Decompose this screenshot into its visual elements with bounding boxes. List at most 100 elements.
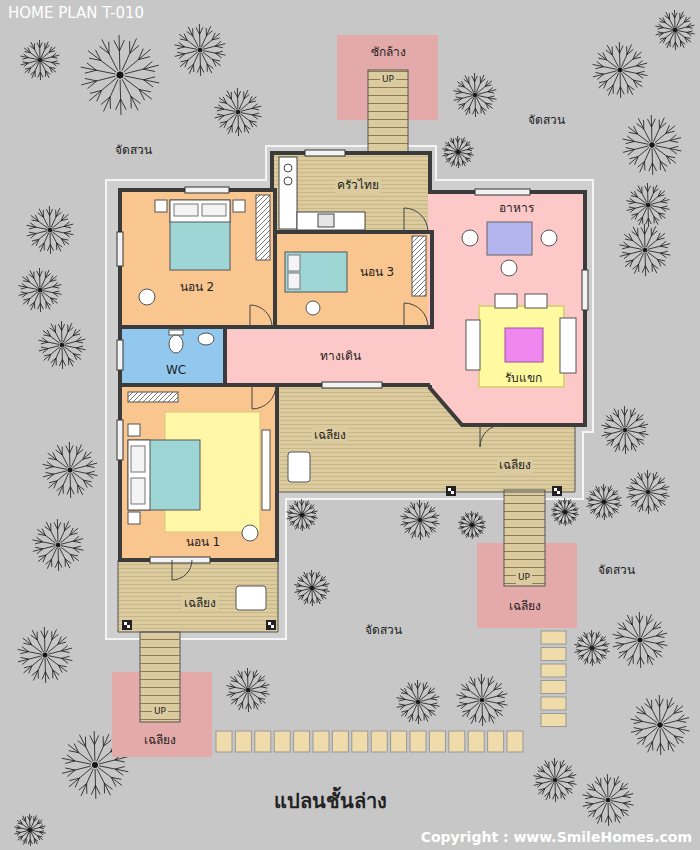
- tree-symbol: [586, 484, 621, 520]
- room-area: เฉลียงเฉลียง: [277, 385, 575, 492]
- nightstand: [155, 200, 167, 212]
- stepping-stone: [541, 697, 566, 710]
- stepping-stone: [391, 731, 407, 752]
- plan-caption: แปลนชั้นล่าง: [272, 789, 389, 814]
- plan-title: HOME PLAN T-010: [6, 4, 146, 23]
- room-label: ซักล้าง: [369, 45, 408, 60]
- room-label: นอน 2: [178, 280, 216, 295]
- copyright-note: Copyright : www.SmileHomes.com: [419, 829, 694, 847]
- kitchen-counter: [279, 157, 297, 229]
- chair: [541, 230, 557, 246]
- tree-symbol: [20, 40, 59, 80]
- stepping-stone: [541, 681, 566, 694]
- garden-label: จัดสวน: [113, 143, 154, 158]
- tree-symbol: [655, 10, 694, 50]
- tree-symbol: [294, 570, 329, 606]
- stepping-stone: [541, 664, 566, 677]
- room-label: เฉลียง: [142, 733, 178, 748]
- room-label: เฉลียง: [497, 458, 533, 473]
- stepping-stone: [235, 731, 251, 752]
- stairs: [140, 632, 180, 722]
- stepping-stone: [488, 731, 504, 752]
- sofa: [466, 320, 480, 370]
- tree-symbol: [631, 695, 690, 755]
- tree-symbol: [458, 511, 485, 539]
- kitchen-counter: [297, 212, 365, 230]
- tree-symbol: [453, 73, 496, 117]
- tree-symbol: [593, 42, 648, 98]
- room-label: เฉลียง: [312, 428, 348, 443]
- bed-sheet: [128, 440, 150, 510]
- stepping-stone: [541, 631, 566, 644]
- toilet-tank: [169, 330, 183, 335]
- stepping-stone: [216, 731, 232, 752]
- stove: [284, 164, 292, 172]
- pillow: [288, 255, 300, 271]
- window: [117, 150, 588, 563]
- coffee-table: [505, 328, 543, 362]
- stepping-stones: [216, 631, 566, 752]
- pillow: [131, 478, 145, 504]
- wardrobe: [412, 236, 426, 296]
- tree-symbol: [175, 24, 226, 76]
- chair: [139, 289, 155, 305]
- pillow: [202, 204, 226, 216]
- stepping-stone: [507, 731, 523, 752]
- room-label: WC: [164, 363, 188, 378]
- wardrobe: [256, 195, 270, 260]
- room-label: ทางเดิน: [318, 349, 363, 364]
- stairs: [368, 70, 408, 153]
- garden-trees: [14, 10, 694, 846]
- stepping-stone: [332, 731, 348, 752]
- tree-symbol: [626, 470, 669, 514]
- stair-up-mark: UP: [152, 706, 168, 717]
- lounge-chair: [288, 452, 310, 482]
- stepping-stone: [449, 731, 465, 752]
- bed: [128, 440, 200, 510]
- room-label: อาหาร: [497, 201, 536, 216]
- stepping-stone: [410, 731, 426, 752]
- room-label: เฉลียง: [182, 596, 218, 611]
- tree-symbol: [601, 406, 648, 454]
- sink: [318, 214, 334, 227]
- tree-symbol: [81, 35, 159, 115]
- tree-symbol: [533, 758, 576, 802]
- tree-symbol: [214, 88, 261, 136]
- stepping-stone: [541, 714, 566, 727]
- pillow: [288, 273, 300, 289]
- room-label: ครัวไทย: [335, 178, 381, 193]
- nightstand: [128, 424, 140, 436]
- armchair: [495, 294, 517, 308]
- stairs: [504, 490, 545, 586]
- walls: [120, 153, 585, 560]
- tree-symbol: [14, 814, 45, 846]
- bed: [170, 200, 230, 270]
- stepping-stone: [468, 731, 484, 752]
- garden-label: จัดสวน: [363, 623, 404, 638]
- nightstand: [128, 512, 140, 524]
- column: [122, 486, 562, 630]
- stepping-stone: [255, 731, 271, 752]
- tree-symbol: [442, 136, 473, 168]
- room-label: รับแขก: [503, 371, 544, 386]
- closet: [262, 430, 270, 510]
- stepping-stone: [274, 731, 290, 752]
- stepping-stone: [541, 648, 566, 661]
- tree-symbol: [38, 321, 85, 369]
- chair: [306, 301, 320, 315]
- tree-symbol: [574, 630, 609, 666]
- nightstand: [233, 200, 245, 212]
- tree-symbol: [400, 500, 439, 540]
- dining-table: [487, 222, 532, 255]
- pillow: [131, 446, 145, 472]
- sofa: [560, 318, 576, 373]
- chair: [242, 525, 258, 541]
- tree-symbol: [43, 442, 98, 498]
- chair: [501, 260, 517, 276]
- bed-sheet: [170, 200, 230, 222]
- stair-up-mark: UP: [380, 74, 396, 85]
- stepping-stone: [294, 731, 310, 752]
- pillow: [174, 204, 198, 216]
- tree-symbol: [18, 268, 61, 312]
